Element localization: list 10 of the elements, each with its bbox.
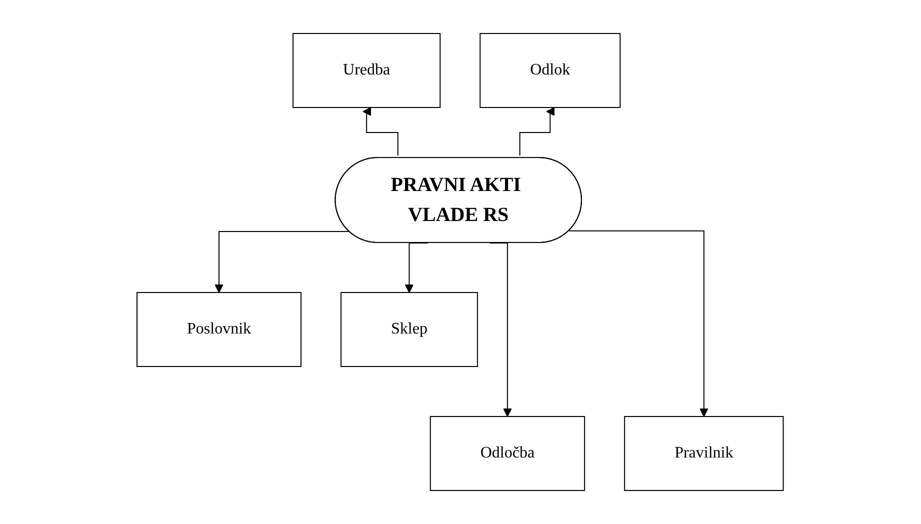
node-box: Sklep (340, 292, 478, 367)
node-box: Poslovnik (136, 292, 302, 367)
arrow (569, 230, 709, 417)
node-box: Odločba (430, 416, 586, 491)
node-box: Uredba (292, 33, 441, 108)
arrow (214, 230, 350, 293)
node-box: Pravilnik (624, 416, 784, 491)
arrow (362, 108, 399, 156)
node-box: Odlok (480, 33, 621, 108)
arrow (520, 108, 555, 156)
